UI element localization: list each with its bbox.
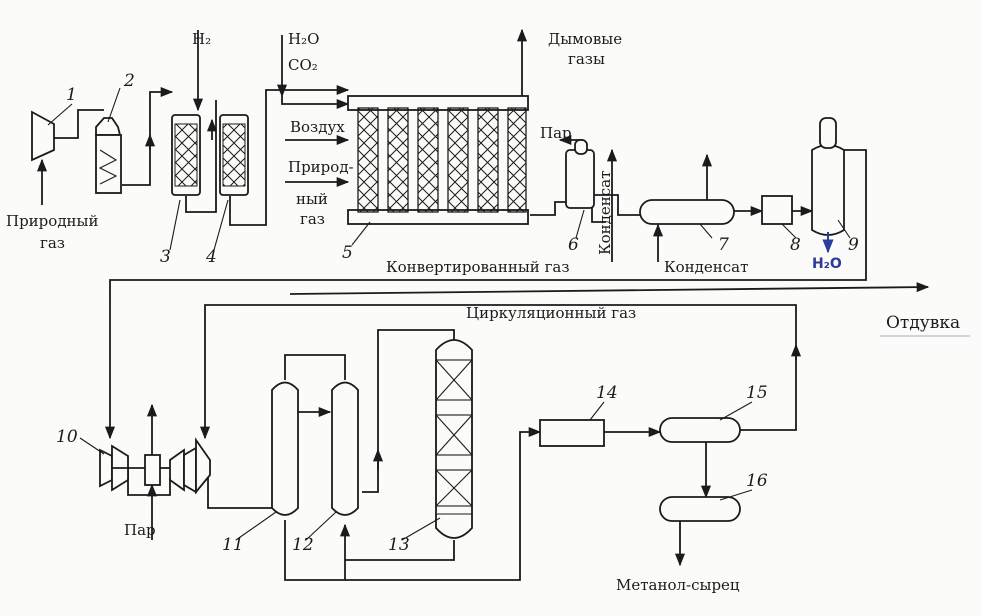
h2o-feed-label: H₂O xyxy=(288,30,319,48)
co2-feed-label: CO₂ xyxy=(288,56,318,74)
h2-feed-label: H₂ xyxy=(192,30,211,48)
h2o-out-label: H₂O xyxy=(812,256,842,272)
purge-label: Отдувка xyxy=(886,313,960,333)
number-12: 12 xyxy=(292,535,314,555)
cooler-8 xyxy=(761,195,793,225)
flue-gas-label-line1: Дымовые xyxy=(548,30,622,48)
number-6: 6 xyxy=(568,235,579,255)
desulfurizer-3 xyxy=(171,114,201,196)
number-11: 11 xyxy=(222,535,244,555)
crude-methanol-label: Метанол-сырец xyxy=(616,576,740,594)
separator-9 xyxy=(811,117,845,236)
synthesis-reactor-13 xyxy=(435,339,473,539)
number-7: 7 xyxy=(718,235,729,255)
number-1: 1 xyxy=(66,85,77,105)
number-8: 8 xyxy=(790,235,801,255)
number-15: 15 xyxy=(746,383,768,403)
compressor-10 xyxy=(99,437,211,495)
equipment-number-labels: 1 2 3 4 5 6 7 8 9 10 11 12 13 14 15 16 xyxy=(47,71,859,555)
natural-gas-side-label-3: газ xyxy=(300,210,325,228)
natural-gas-side-label-1: Природ- xyxy=(288,158,354,176)
number-4: 4 xyxy=(205,247,217,267)
number-13: 13 xyxy=(388,535,410,555)
number-5: 5 xyxy=(342,243,353,263)
compressor-1 xyxy=(31,110,55,162)
converted-gas-label: Конвертированный газ xyxy=(386,258,570,276)
heater-12 xyxy=(331,381,359,516)
air-label: Воздух xyxy=(290,118,345,136)
circulation-gas-label: Циркуляционный газ xyxy=(466,304,636,322)
heater-2 xyxy=(95,117,122,194)
number-9: 9 xyxy=(848,235,859,255)
process-lines xyxy=(36,28,970,581)
boiler-6 xyxy=(565,139,595,209)
flue-gas-label-line2: газы xyxy=(568,50,605,68)
number-10: 10 xyxy=(56,427,78,447)
number-3: 3 xyxy=(160,247,171,267)
heat-exchanger-7 xyxy=(639,199,735,225)
steam-top-label: Пар xyxy=(540,124,572,142)
heat-exchanger-11 xyxy=(271,381,299,516)
tube-reformer-5 xyxy=(347,95,529,225)
natural-gas-side-label-2: ный xyxy=(296,190,328,208)
number-16: 16 xyxy=(746,471,768,491)
number-2: 2 xyxy=(123,71,135,91)
steam-bottom-label: Пар xyxy=(124,521,156,539)
separator-15 xyxy=(659,417,741,443)
natural-gas-inlet-label-1: Природный xyxy=(6,212,98,230)
number-14: 14 xyxy=(596,383,618,403)
condensate-vertical-label: Конденсат xyxy=(596,171,614,255)
condensate-label: Конденсат xyxy=(664,258,748,276)
collector-16 xyxy=(659,496,741,522)
condenser-14 xyxy=(539,419,605,447)
natural-gas-inlet-label-2: газ xyxy=(40,234,65,252)
desulfurizer-4 xyxy=(219,114,249,196)
